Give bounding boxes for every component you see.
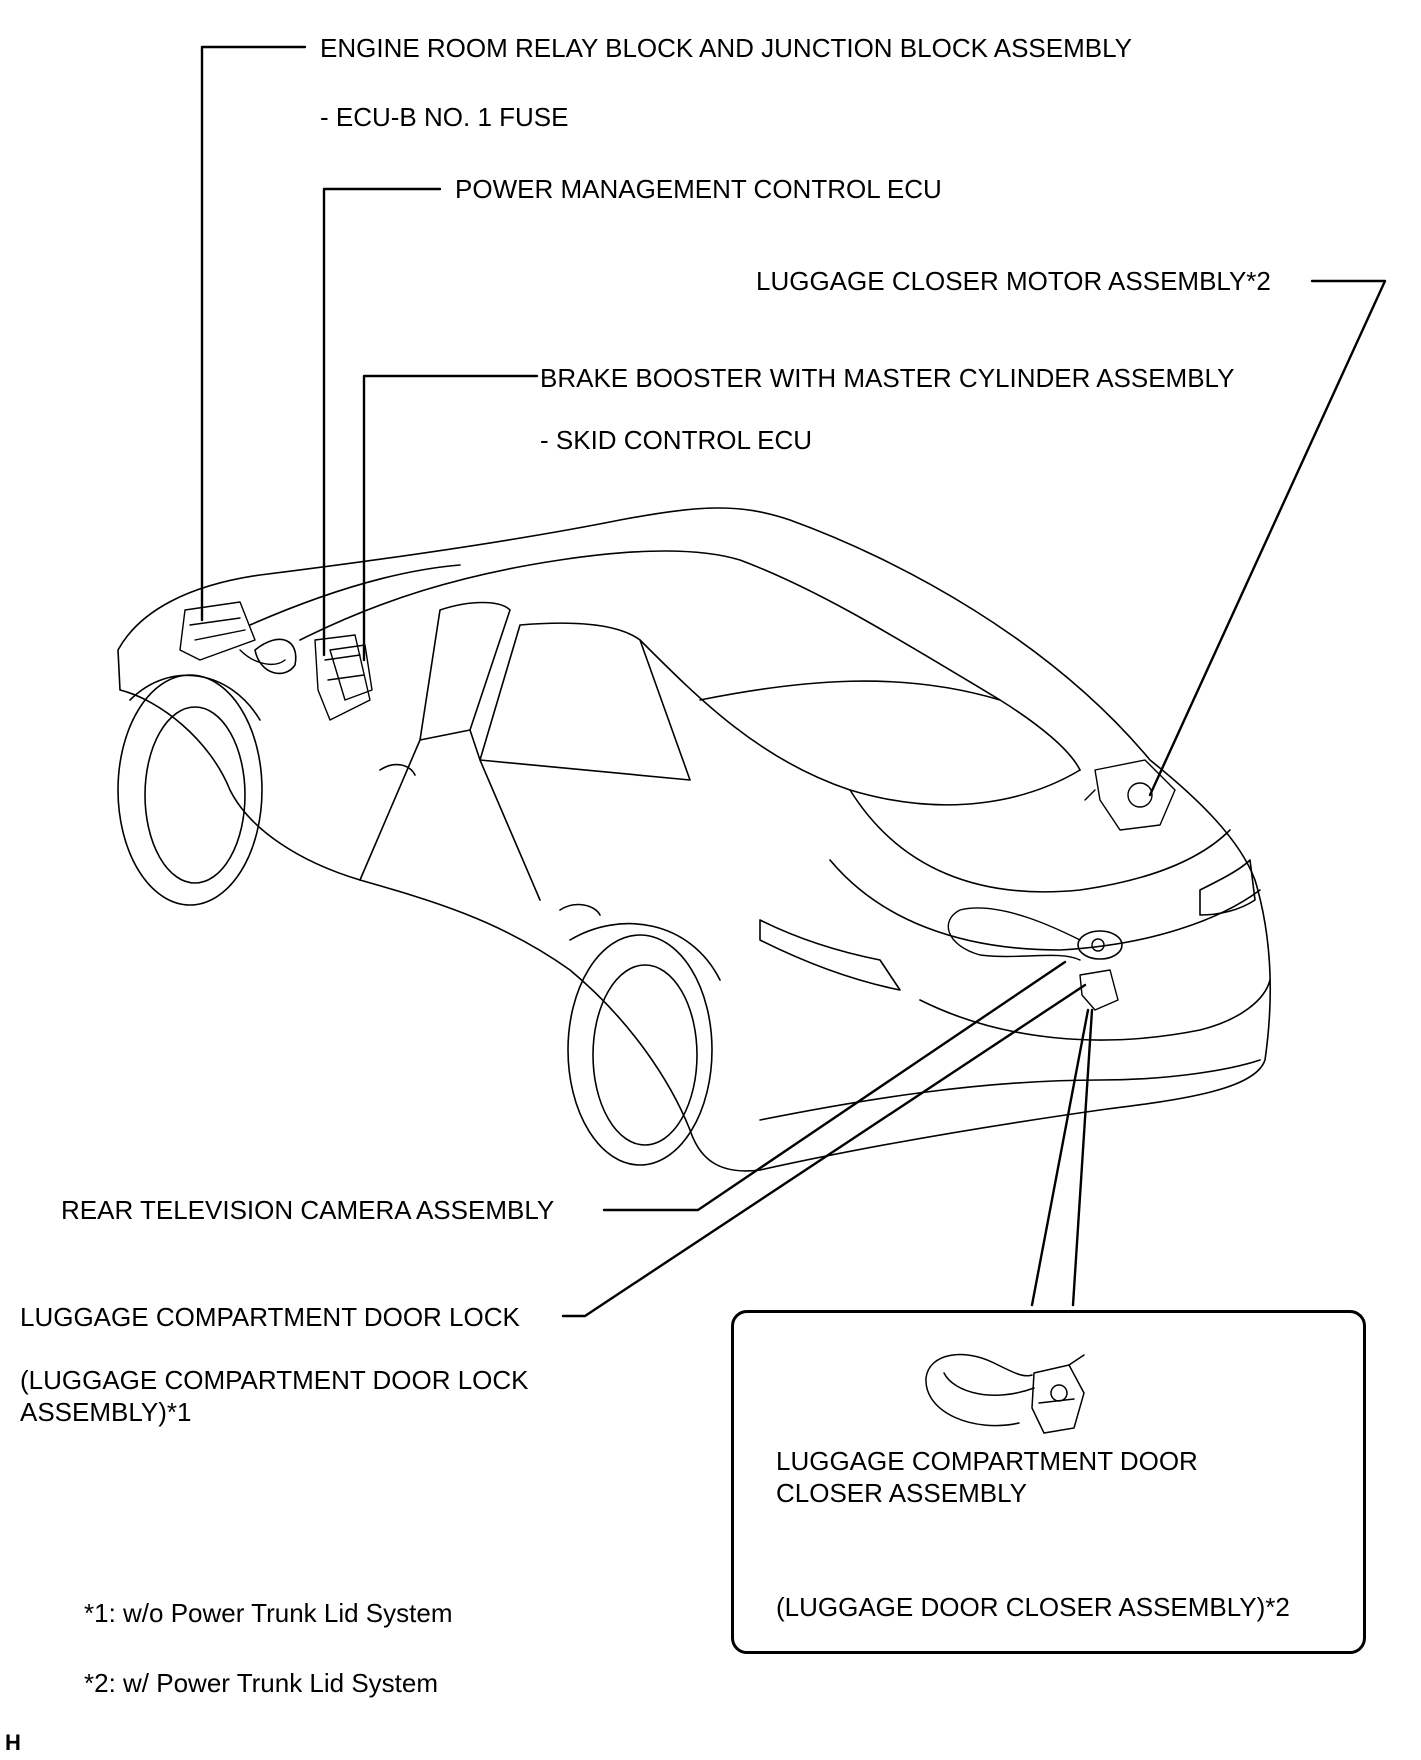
luggage-closer-motor-icon: [1084, 759, 1176, 831]
power-management-ecu-icon: [314, 634, 371, 721]
door-closer-icon: [925, 1353, 1085, 1434]
leader-power-mgmt-ecu: [322, 187, 442, 657]
note-2: *2: w/ Power Trunk Lid System: [84, 1668, 439, 1698]
engine-room-relay-block-icon: [179, 601, 286, 666]
car-outline: [117, 507, 1272, 1172]
door-closer-inset: LUGGAGE COMPARTMENT DOOR CLOSER ASSEMBLY…: [731, 1310, 1366, 1654]
leader-luggage-closer-motor: [1148, 279, 1387, 797]
label-power-mgmt-ecu: POWER MANAGEMENT CONTROL ECU: [455, 174, 942, 204]
label-door-lock: LUGGAGE COMPARTMENT DOOR LOCK: [20, 1302, 520, 1332]
leader-closer-a: [1030, 1008, 1090, 1307]
trunk-lock-icon: [947, 907, 1119, 1011]
note-1: *1: w/o Power Trunk Lid System: [84, 1598, 453, 1628]
label-engine-room-block: ENGINE ROOM RELAY BLOCK AND JUNCTION BLO…: [320, 33, 1132, 63]
label-door-lock-assembly: (LUGGAGE COMPARTMENT DOOR LOCK ASSEMBLY)…: [20, 1365, 529, 1427]
leader-door-lock: [561, 983, 1087, 1318]
label-brake-booster: BRAKE BOOSTER WITH MASTER CYLINDER ASSEM…: [540, 363, 1235, 393]
brake-booster-icon: [329, 644, 373, 701]
leader-lines: [200, 45, 1387, 1318]
leader-engine-room-block: [200, 45, 307, 622]
label-luggage-closer-motor: LUGGAGE CLOSER MOTOR ASSEMBLY*2: [756, 266, 1271, 296]
leader-brake-booster: [362, 374, 539, 662]
leader-rear-tv-camera: [602, 960, 1067, 1212]
label-door-closer: LUGGAGE COMPARTMENT DOOR CLOSER ASSEMBLY: [776, 1446, 1198, 1508]
label-skid-control-ecu: - SKID CONTROL ECU: [540, 425, 813, 455]
label-luggage-door-closer: (LUGGAGE DOOR CLOSER ASSEMBLY)*2: [776, 1592, 1290, 1622]
label-ecu-b-fuse: - ECU-B NO. 1 FUSE: [320, 102, 569, 132]
leader-closer-b: [1071, 1008, 1094, 1307]
figure-id: H: [5, 1730, 21, 1755]
label-rear-tv-camera: REAR TELEVISION CAMERA ASSEMBLY: [61, 1195, 555, 1225]
